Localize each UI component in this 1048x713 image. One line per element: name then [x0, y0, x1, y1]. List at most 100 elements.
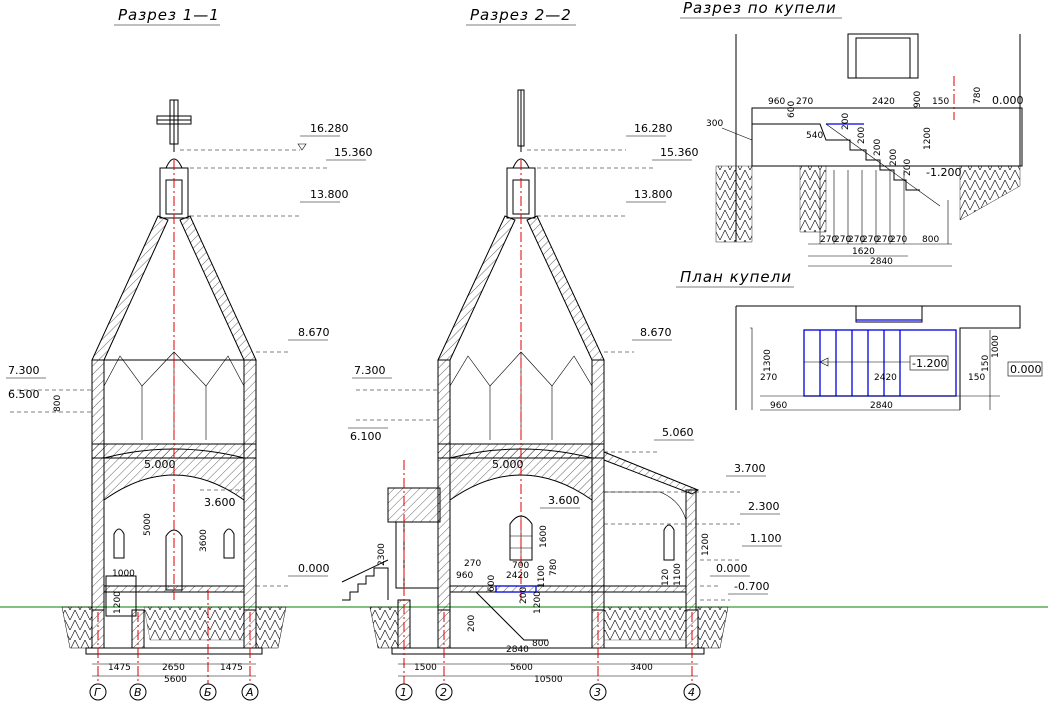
dim-label: 270	[464, 559, 481, 569]
dim-label: 1100	[673, 563, 683, 586]
level-label: 6.500	[8, 388, 40, 401]
dim-label: 120	[661, 569, 671, 586]
dim-label: 270	[848, 235, 865, 245]
section-1-axes: Г В Б А	[89, 683, 259, 701]
dim-label: 1200	[923, 127, 933, 150]
dim-label: 600	[487, 575, 497, 592]
title-section-1: Разрез 1—1	[118, 6, 220, 24]
section-1-levels: 16.280 15.360 13.800 8.670 7.300 6.500 5…	[6, 122, 373, 577]
dim-label: 1300	[763, 349, 773, 372]
level-label: -1.200	[926, 166, 961, 179]
level-label: 0.000	[298, 562, 330, 575]
dim-label: 540	[806, 131, 823, 141]
section-2-axes: 1 2 3 4	[395, 683, 701, 701]
cross-icon	[156, 99, 192, 152]
dim-label: 3600	[199, 529, 209, 552]
level-label: -1.200	[912, 357, 947, 370]
dim-label: 700	[512, 561, 529, 571]
dim-label: 10500	[534, 675, 563, 685]
level-label: 8.670	[640, 326, 672, 339]
dim-label: 270	[820, 235, 837, 245]
dim-label: 200	[889, 149, 899, 166]
level-label: 13.800	[310, 188, 349, 201]
dim-label: 1620	[852, 247, 875, 257]
axis-marker: Г	[94, 686, 101, 699]
level-label: 2.300	[748, 500, 780, 513]
dim-label: 2420	[506, 571, 529, 581]
dim-label: 5600	[510, 663, 533, 673]
dim-label: 3400	[630, 663, 653, 673]
dim-label: 1600	[539, 525, 549, 548]
dim-label: 200	[903, 159, 913, 176]
level-label: 0.000	[992, 94, 1024, 107]
dim-label: 2420	[872, 97, 895, 107]
font-plan-dimensions: 1300 270 960 2420 150 1000 150 2840 -1.2…	[760, 335, 1043, 411]
level-label: 0.000	[1010, 363, 1042, 376]
section-2-dimensions: 1500 5600 3400 10500 1600 1200 1100 120 …	[377, 525, 711, 685]
dim-label: 150	[981, 355, 991, 372]
dim-label: 150	[932, 97, 949, 107]
dim-label: 1475	[220, 663, 243, 673]
level-label: 0.000	[716, 562, 748, 575]
dim-label: 2420	[874, 373, 897, 383]
level-label: 13.800	[634, 188, 673, 201]
title-font-plan: План купели	[680, 268, 792, 286]
dim-label: 5600	[164, 675, 187, 685]
level-label: 16.280	[310, 122, 349, 135]
dim-label: 270	[796, 97, 813, 107]
dim-label: 1000	[991, 335, 1001, 358]
dim-label: 270	[876, 235, 893, 245]
font-section-drawing	[715, 33, 1023, 267]
level-label: 8.670	[298, 326, 330, 339]
dim-label: 600	[787, 101, 797, 118]
dim-label: 1000	[112, 569, 135, 579]
level-label: 15.360	[334, 146, 373, 159]
font-section-dimensions: 960 270 2420 900 150 300 600 540 200 200…	[706, 87, 1024, 267]
axis-marker: 3	[594, 686, 601, 699]
dim-label: 200	[841, 113, 851, 130]
section-2-2	[341, 89, 740, 684]
level-label: 3.600	[548, 494, 580, 507]
dim-label: 200	[467, 615, 477, 632]
dim-label: 2840	[870, 401, 893, 411]
axis-marker: А	[245, 686, 254, 699]
dim-label: 2650	[162, 663, 185, 673]
dim-label: 800	[53, 395, 63, 412]
dim-label: 960	[456, 571, 473, 581]
dim-label: 270	[862, 235, 879, 245]
section-1-1	[10, 99, 330, 684]
dim-label: 270	[760, 373, 777, 383]
dim-label: 200	[873, 139, 883, 156]
dim-label: 5000	[143, 513, 153, 536]
title-section-2: Разрез 2—2	[470, 6, 572, 24]
level-label: 1.100	[750, 532, 782, 545]
dim-label: 1200	[533, 591, 543, 614]
level-label: 16.280	[634, 122, 673, 135]
level-label: 5.000	[144, 458, 176, 471]
level-label: 6.100	[350, 430, 382, 443]
section-titles: Разрез 1—1 Разрез 2—2 Разрез по купели П…	[114, 0, 842, 288]
dim-label: 780	[549, 559, 559, 576]
dim-label: 1475	[108, 663, 131, 673]
level-label: 7.300	[8, 364, 40, 377]
level-label: 5.060	[662, 426, 694, 439]
dim-label: 2300	[377, 543, 387, 566]
dim-label: 800	[922, 235, 939, 245]
dim-label: 800	[532, 639, 549, 649]
level-label: 5.000	[492, 458, 524, 471]
dim-label: 1100	[537, 565, 547, 588]
font-plan-drawing	[735, 305, 1021, 411]
axis-marker: 2	[440, 686, 447, 699]
axis-marker: 4	[688, 686, 695, 699]
dim-label: 300	[706, 119, 723, 129]
axis-marker: 1	[400, 686, 407, 699]
dim-label: 1200	[701, 533, 711, 556]
level-label: 7.300	[354, 364, 386, 377]
dim-label: 2840	[870, 257, 893, 267]
dim-label: 200	[519, 587, 529, 604]
dim-label: 900	[913, 91, 923, 108]
level-label: 3.700	[734, 462, 766, 475]
dim-label: 1500	[414, 663, 437, 673]
level-label: 3.600	[204, 496, 236, 509]
